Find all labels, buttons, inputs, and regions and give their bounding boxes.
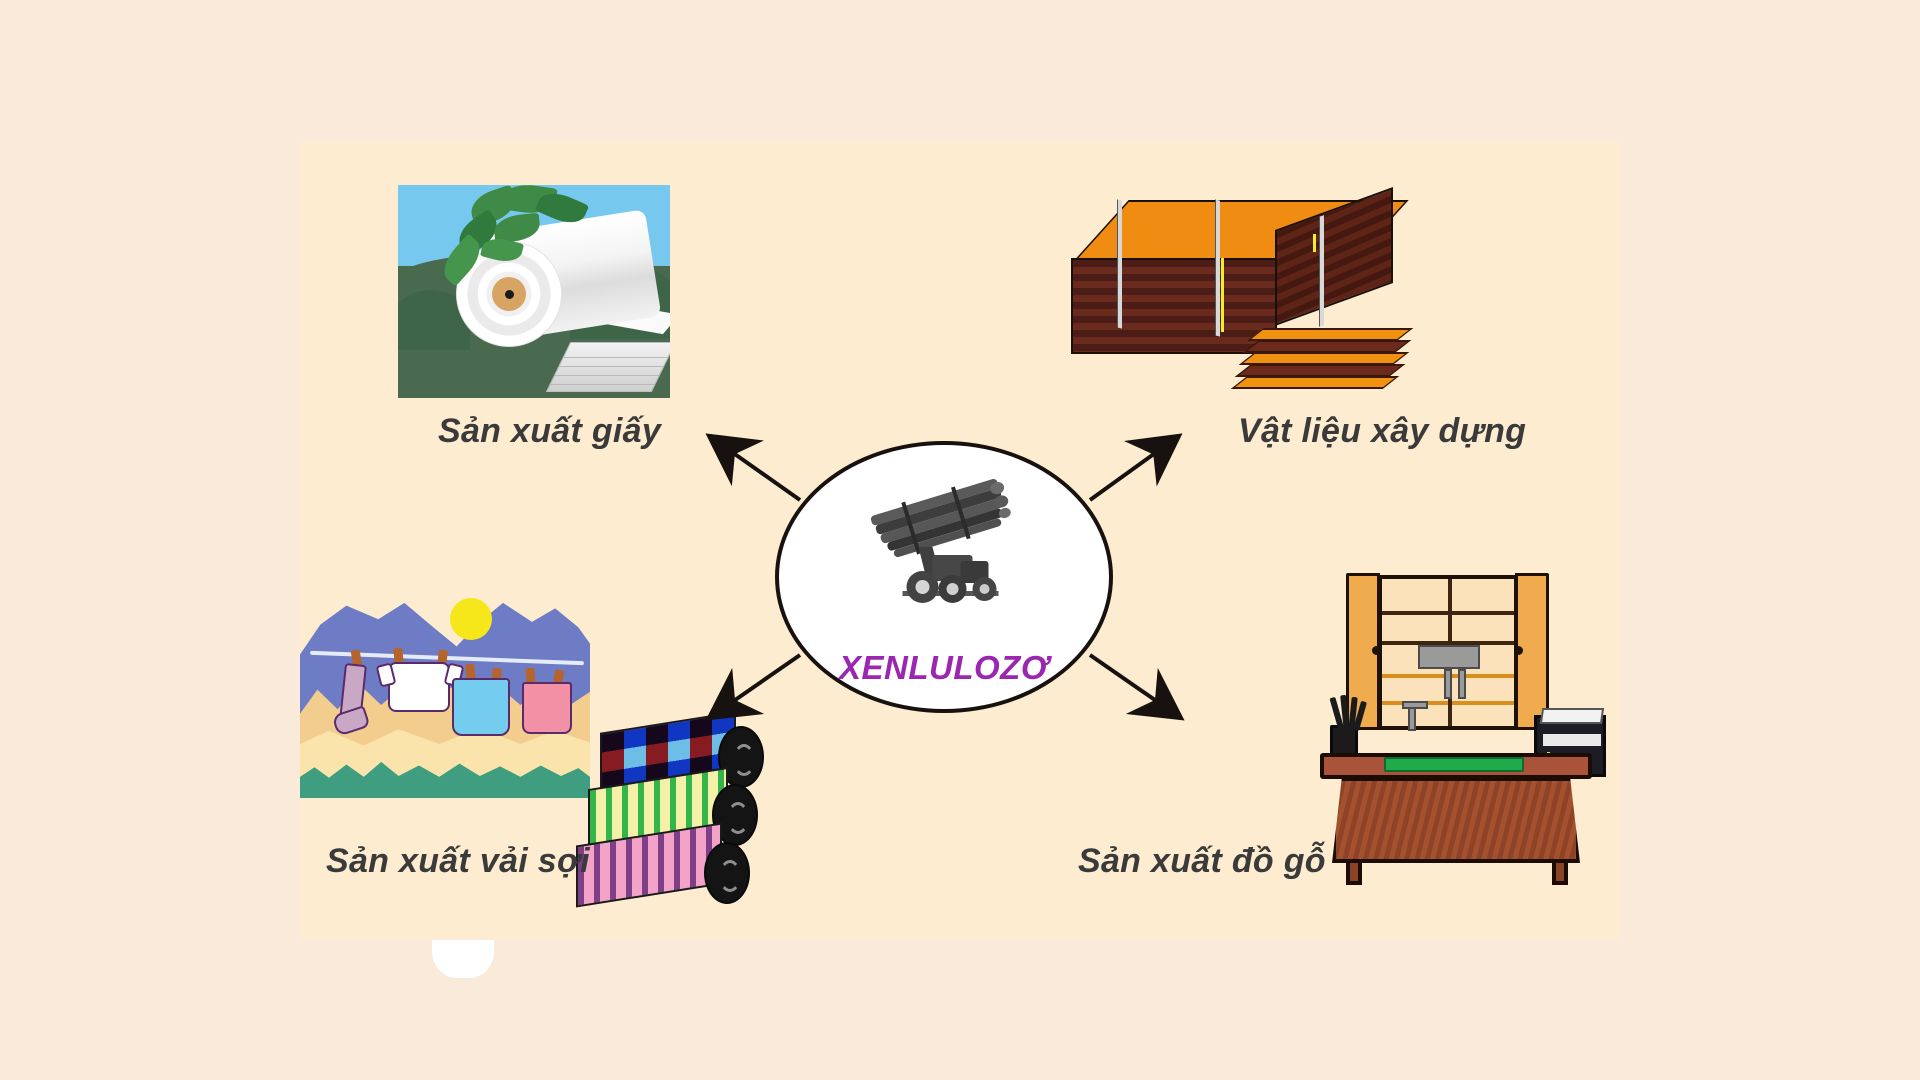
cabinet-door-right[interactable]	[1514, 573, 1549, 730]
label-construction: Vật liệu xây dựng	[1238, 412, 1527, 450]
label-paper: Sản xuất giấy	[438, 412, 662, 450]
logging-truck-photo	[870, 479, 1011, 603]
lumber-stack-illustration	[1065, 187, 1414, 389]
clothesline-illustration	[300, 570, 590, 798]
arrow-to-textile	[705, 653, 802, 721]
label-furniture: Sản xuất đồ gỗ	[1078, 842, 1326, 880]
desk-pad	[1384, 757, 1524, 772]
paper-roll-illustration	[398, 185, 670, 398]
furniture-illustration	[1320, 573, 1615, 885]
arrow-to-construction	[1088, 433, 1183, 502]
arrow-to-furniture	[1088, 653, 1185, 721]
fabric-rolls-illustration	[576, 711, 785, 932]
arrow-to-paper	[705, 433, 802, 502]
center-node-xenlulozo[interactable]: XENLULOZƠ	[775, 441, 1113, 713]
cabinet	[1378, 575, 1518, 731]
center-node-label: XENLULOZƠ	[839, 649, 1049, 686]
label-textile: Sản xuất vải sợi	[326, 842, 590, 880]
image-artifact	[432, 940, 494, 978]
